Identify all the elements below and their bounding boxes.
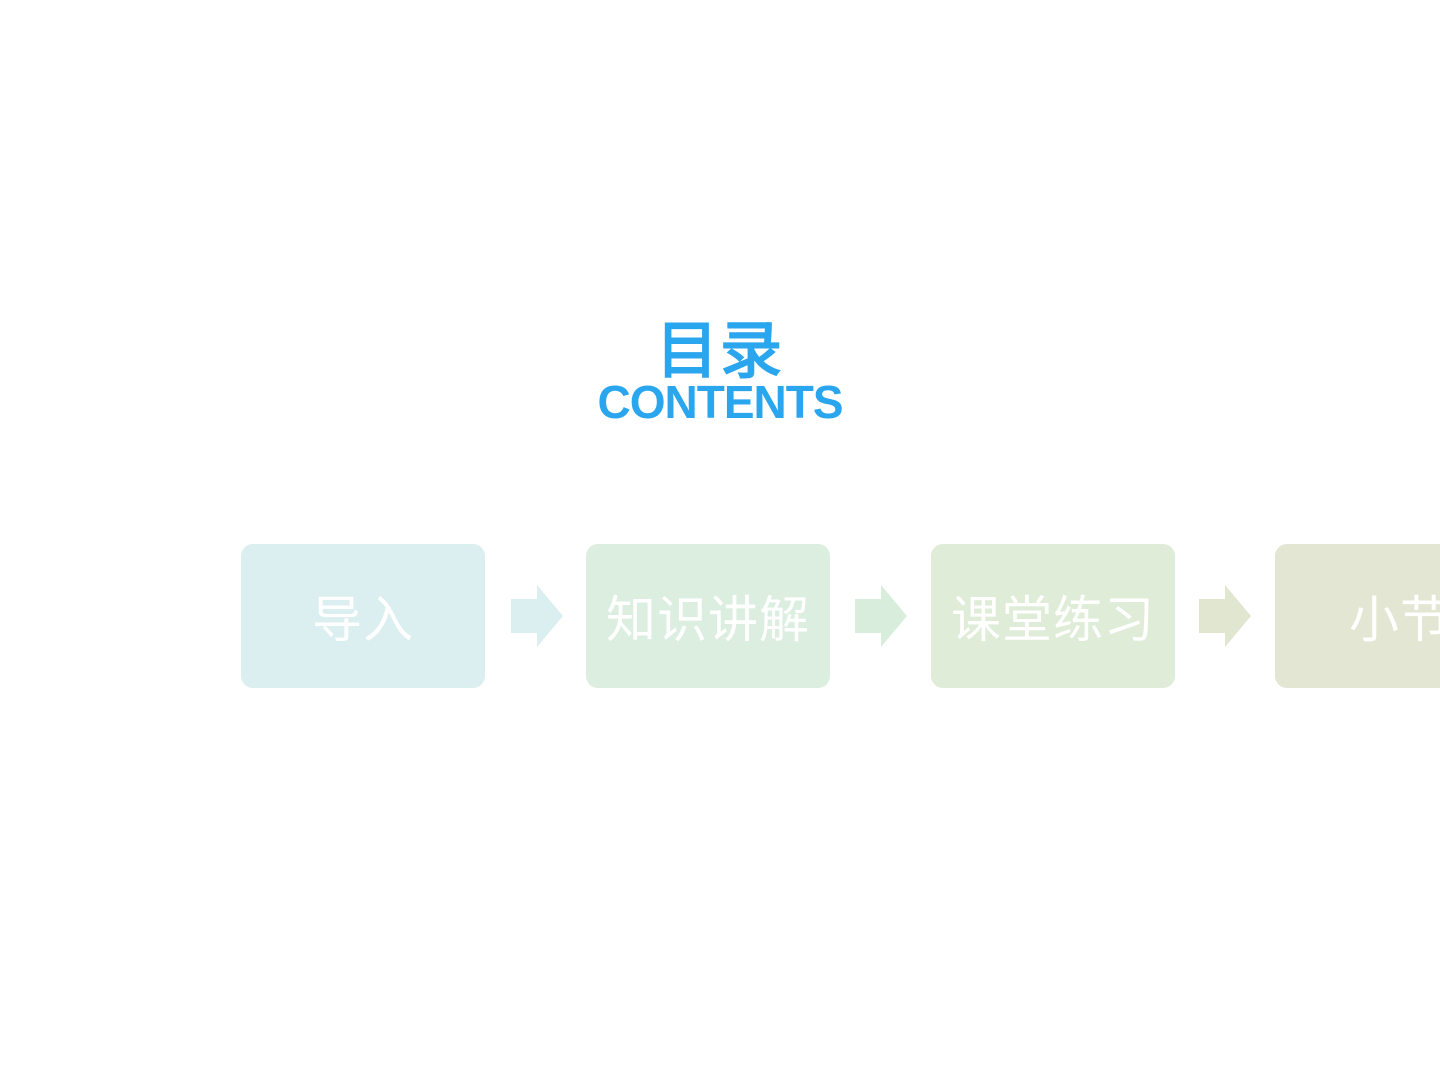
step-box-summary[interactable]: 小节 (1275, 544, 1440, 688)
step-label: 小节 (1349, 591, 1440, 649)
step-label: 导入 (312, 591, 414, 649)
step-box-intro[interactable]: 导入 (241, 544, 485, 688)
page-title: 目录 (655, 314, 784, 387)
step-box-knowledge[interactable]: 知识讲解 (586, 544, 830, 688)
right-arrow-icon (511, 585, 563, 647)
page-subtitle: CONTENTS (597, 376, 844, 428)
step-label: 知识讲解 (606, 591, 810, 649)
step-box-practice[interactable]: 课堂练习 (931, 544, 1175, 688)
right-arrow-icon (1199, 585, 1251, 647)
step-label: 课堂练习 (951, 591, 1155, 649)
right-arrow-icon (855, 585, 907, 647)
